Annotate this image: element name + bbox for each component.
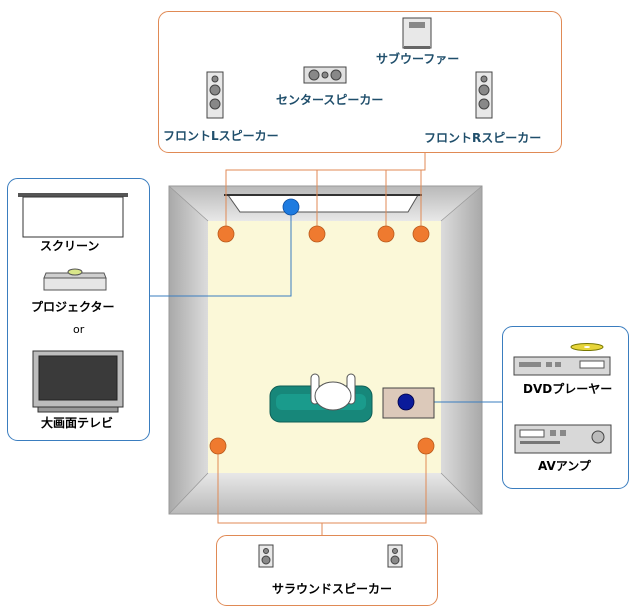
- player-position-dot: [397, 393, 415, 411]
- surround-speaker-label: サラウンドスピーカー: [272, 582, 393, 596]
- dvd-player-icon: [513, 343, 611, 376]
- surround-r-speaker-dot: [417, 437, 435, 455]
- room-screen: [224, 194, 422, 213]
- tv-icon: [32, 350, 124, 413]
- surround-l-speaker-icon: [258, 544, 274, 568]
- display-connector: [149, 207, 292, 297]
- tv-label: 大画面テレビ: [41, 416, 114, 430]
- room-floor: [208, 221, 441, 473]
- room-wall-left: [169, 186, 208, 514]
- screen-label: スクリーン: [40, 239, 100, 253]
- av-amplifier-label: AVアンプ: [538, 459, 591, 473]
- front-r-speaker-label: フロントRスピーカー: [424, 131, 542, 145]
- speaker-positions: [209, 225, 435, 455]
- or-label: or: [73, 323, 85, 336]
- center-speaker-label: センタースピーカー: [276, 93, 384, 107]
- display-position-dot: [282, 198, 300, 216]
- front-r-speaker-icon: [475, 71, 493, 119]
- front-l-speaker-icon: [206, 71, 224, 119]
- screen-icon: [18, 193, 128, 238]
- subwoofer-label: サブウーファー: [376, 52, 460, 66]
- front-l-speaker-dot: [217, 225, 235, 243]
- front-speaker-connectors: [225, 152, 426, 234]
- surround-speaker-connectors: [217, 446, 427, 535]
- front-l-speaker-label: フロントLスピーカー: [163, 129, 279, 143]
- subwoofer-icon: [402, 17, 432, 49]
- av-amplifier-icon: [514, 424, 612, 454]
- center-speaker-icon: [303, 66, 347, 84]
- surround-l-speaker-dot: [209, 437, 227, 455]
- dvd-player-label: DVDプレーヤー: [523, 382, 613, 396]
- room-wall-right: [441, 186, 482, 514]
- front-speakers-group: [158, 11, 562, 153]
- room-wall-bottom: [169, 473, 482, 514]
- listener-icon: [310, 373, 356, 411]
- surround-r-speaker-icon: [387, 544, 403, 568]
- front-r-speaker-dot: [412, 225, 430, 243]
- projector-icon: [43, 268, 107, 291]
- subwoofer-dot: [377, 225, 395, 243]
- projector-label: プロジェクター: [31, 300, 115, 314]
- room: [168, 185, 483, 515]
- center-speaker-dot: [308, 225, 326, 243]
